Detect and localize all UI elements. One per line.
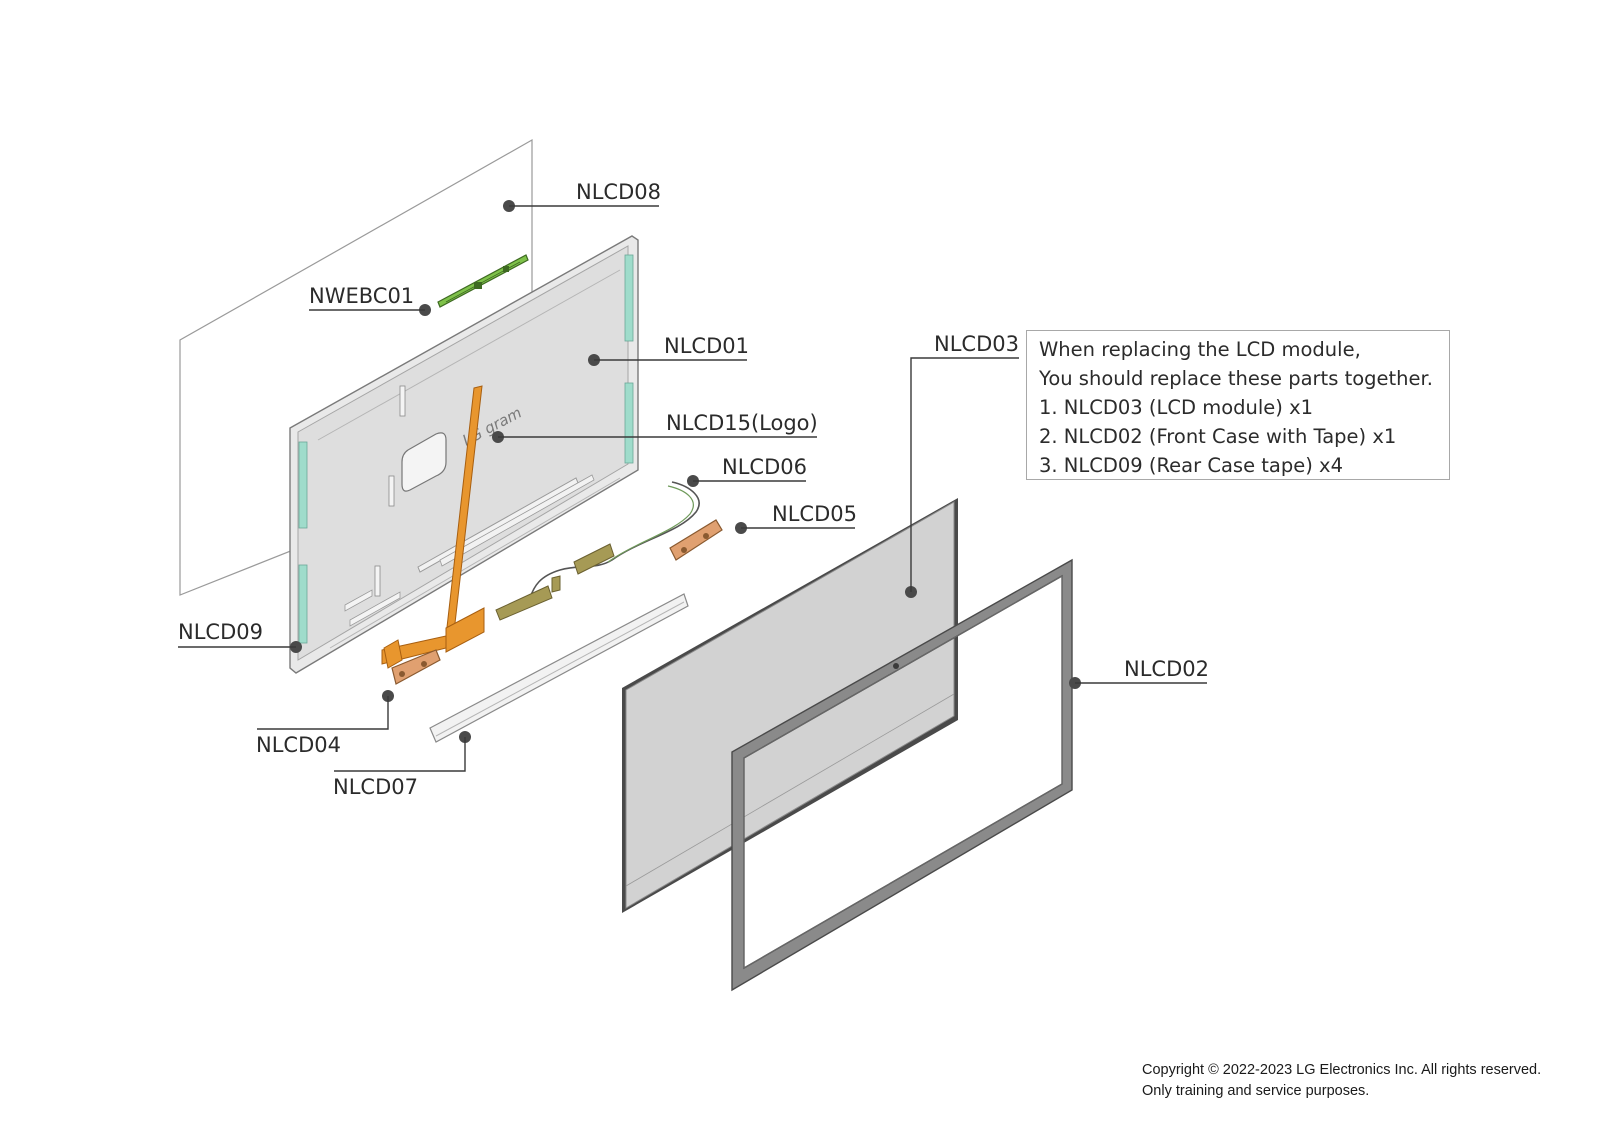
antenna-cables xyxy=(495,481,700,621)
note-line-2: You should replace these parts together. xyxy=(1039,367,1433,390)
callout-nlcd01[interactable]: NLCD01 xyxy=(588,334,749,366)
note-item-1: 1. NLCD03 (LCD module) x1 xyxy=(1039,396,1314,419)
callout-nwebc01[interactable]: NWEBC01 xyxy=(309,284,431,316)
right-hinge xyxy=(669,519,723,561)
callout-nlcd06[interactable]: NLCD06 xyxy=(687,455,807,487)
label-nlcd15: NLCD15(Logo) xyxy=(666,411,818,435)
label-nwebc01: NWEBC01 xyxy=(309,284,414,308)
label-nlcd09: NLCD09 xyxy=(178,620,263,644)
callout-nlcd07[interactable]: NLCD07 xyxy=(333,731,471,799)
callout-nlcd02[interactable]: NLCD02 xyxy=(1069,657,1209,689)
label-nlcd01: NLCD01 xyxy=(664,334,749,358)
rear-case xyxy=(289,235,639,674)
edp-fpc-cable xyxy=(381,385,485,669)
note-line-1: When replacing the LCD module, xyxy=(1039,338,1361,361)
label-nlcd02: NLCD02 xyxy=(1124,657,1209,681)
hinge-cover xyxy=(429,593,689,743)
note-item-2: 2. NLCD02 (Front Case with Tape) x1 xyxy=(1039,425,1397,448)
callout-nlcd03[interactable]: NLCD03 xyxy=(905,332,1019,598)
front-bezel xyxy=(731,558,1073,992)
label-nlcd07: NLCD07 xyxy=(333,775,418,799)
callout-nlcd08[interactable]: NLCD08 xyxy=(503,180,661,212)
label-nlcd04: NLCD04 xyxy=(256,733,341,757)
note-item-3: 3. NLCD09 (Rear Case tape) x4 xyxy=(1039,454,1343,477)
callout-nlcd15[interactable]: NLCD15(Logo) xyxy=(492,411,818,443)
label-nlcd06: NLCD06 xyxy=(722,455,807,479)
copyright-notice: Copyright © 2022-2023 LG Electronics Inc… xyxy=(1142,1060,1541,1102)
replacement-note: When replacing the LCD module, You shoul… xyxy=(1026,330,1450,480)
copyright-line-2: Only training and service purposes. xyxy=(1142,1083,1370,1099)
copyright-line-1: Copyright © 2022-2023 LG Electronics Inc… xyxy=(1142,1062,1542,1078)
left-hinge xyxy=(391,649,441,685)
label-nlcd05: NLCD05 xyxy=(772,502,857,526)
label-nlcd08: NLCD08 xyxy=(576,180,661,204)
callout-nlcd09[interactable]: NLCD09 xyxy=(178,620,302,653)
lcd-module xyxy=(622,498,958,913)
webcam-board xyxy=(437,254,529,308)
callout-nlcd05[interactable]: NLCD05 xyxy=(735,502,857,534)
callout-nlcd04[interactable]: NLCD04 xyxy=(256,690,394,757)
label-nlcd03: NLCD03 xyxy=(934,332,1019,356)
